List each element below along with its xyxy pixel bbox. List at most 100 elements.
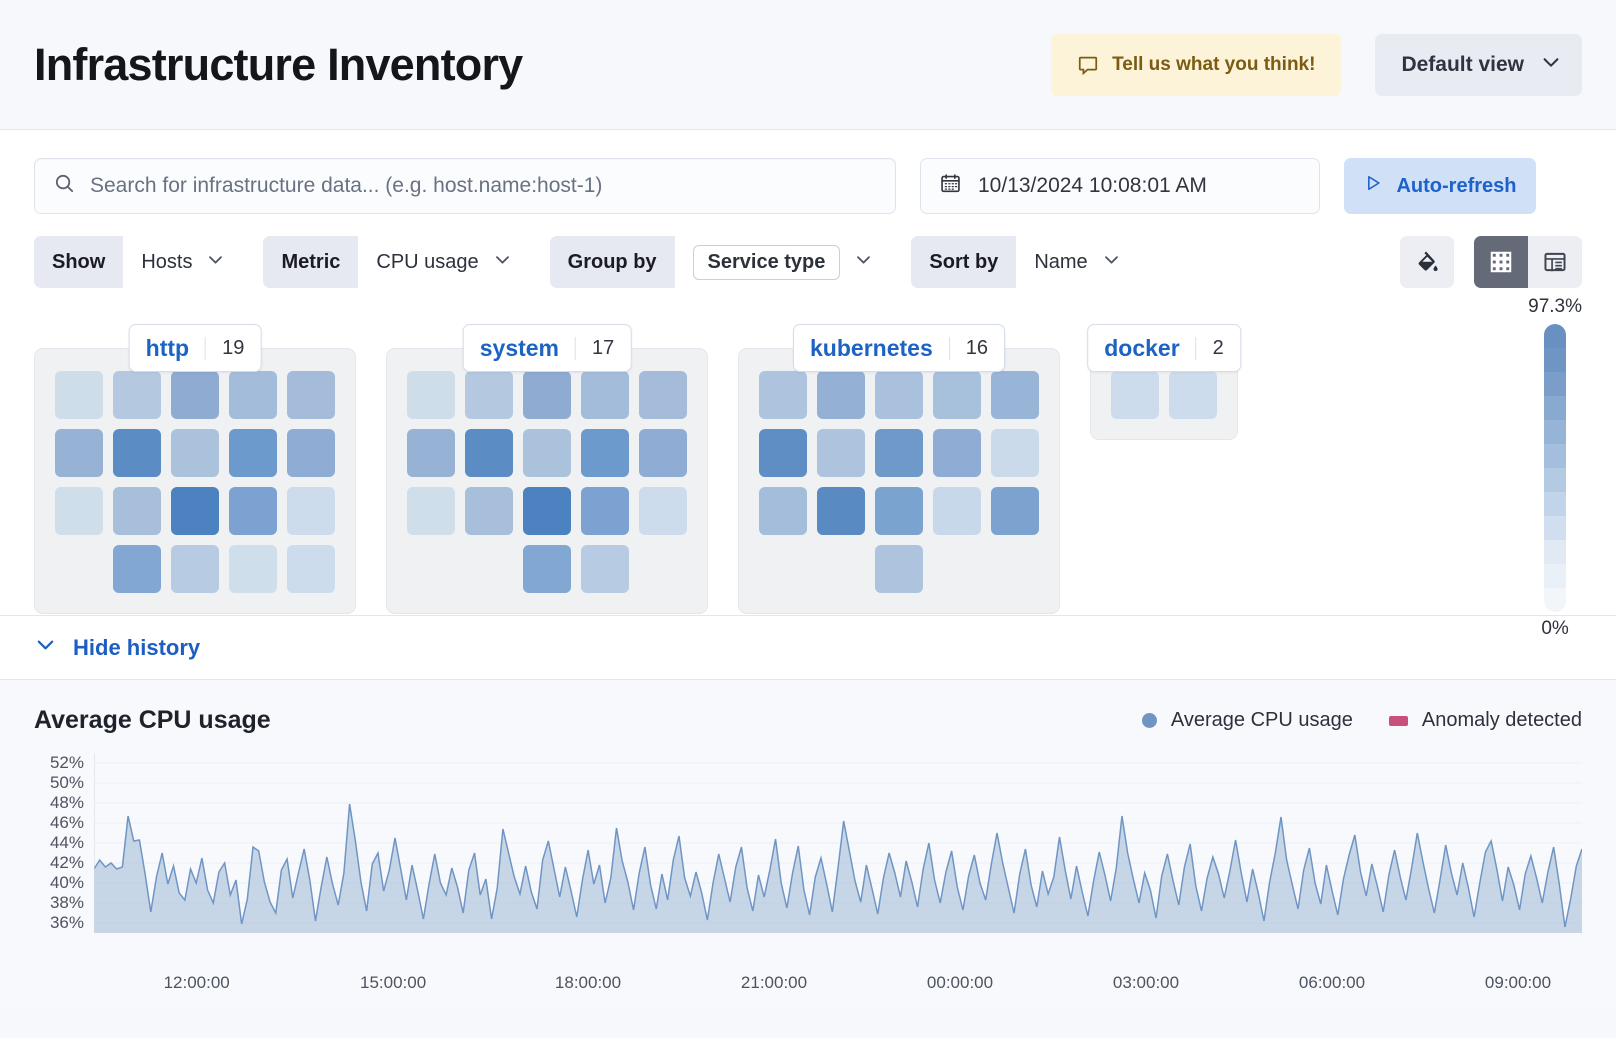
host-tile[interactable] [933, 429, 981, 477]
x-tick-label: 03:00:00 [1112, 973, 1180, 992]
host-tile[interactable] [113, 487, 161, 535]
host-tile[interactable] [639, 371, 687, 419]
y-tick-label: 42% [49, 853, 84, 872]
legend-item-average-cpu-usage[interactable]: Average CPU usage [1141, 709, 1353, 732]
host-tile[interactable] [875, 487, 923, 535]
host-tile[interactable] [229, 487, 277, 535]
view-selector-button[interactable]: Default view [1375, 33, 1582, 96]
filter-sort-by-label: Sort by [911, 236, 1017, 288]
search-icon [53, 172, 76, 200]
host-tile[interactable] [933, 487, 981, 535]
legend-gradient-step [1544, 564, 1567, 588]
x-tick-label: 09:00:00 [1484, 973, 1552, 992]
host-tile[interactable] [229, 429, 277, 477]
legend-gradient-step [1544, 420, 1567, 444]
host-tile[interactable] [991, 487, 1039, 535]
host-tile[interactable] [55, 371, 103, 419]
host-tile[interactable] [991, 371, 1039, 419]
y-tick-label: 44% [49, 833, 84, 852]
group-name-link[interactable]: http [145, 334, 190, 361]
legend-gradient-step [1544, 468, 1567, 492]
auto-refresh-button[interactable]: Auto-refresh [1344, 158, 1536, 214]
host-tile[interactable] [287, 429, 335, 477]
hide-history-button[interactable]: Hide history [34, 633, 200, 662]
search-input[interactable] [90, 174, 877, 198]
chart-canvas[interactable] [94, 753, 1582, 933]
host-tile[interactable] [875, 429, 923, 477]
legend-gradient-step [1544, 396, 1567, 420]
group-count-badge: 2 [1195, 336, 1240, 360]
table-view-icon[interactable] [1528, 236, 1582, 288]
group-name-link[interactable]: docker [1104, 334, 1180, 361]
host-tile[interactable] [817, 371, 865, 419]
host-tile[interactable] [113, 371, 161, 419]
host-tile[interactable] [287, 371, 335, 419]
host-tile[interactable] [407, 429, 455, 477]
host-tile[interactable] [229, 371, 277, 419]
host-tile[interactable] [55, 487, 103, 535]
filter-metric-value[interactable]: CPU usage [358, 236, 528, 288]
host-tile[interactable] [875, 371, 923, 419]
x-tick-label: 18:00:00 [554, 973, 622, 992]
tile-grid [55, 371, 335, 593]
color-legend: 97.3% 0% [1528, 296, 1582, 640]
host-tile[interactable] [581, 487, 629, 535]
host-tile[interactable] [1111, 371, 1159, 419]
host-tile[interactable] [113, 429, 161, 477]
controls-area: 10/13/2024 10:08:01 AM Auto-refresh Show… [0, 130, 1616, 288]
host-tile[interactable] [759, 371, 807, 419]
host-tile[interactable] [465, 371, 513, 419]
group-name-link[interactable]: system [479, 334, 560, 361]
host-tile[interactable] [113, 545, 161, 593]
host-tile[interactable] [465, 487, 513, 535]
host-tile[interactable] [933, 371, 981, 419]
host-tile[interactable] [523, 371, 571, 419]
date-picker[interactable]: 10/13/2024 10:08:01 AM [920, 158, 1320, 214]
host-tile[interactable] [407, 371, 455, 419]
group-name-link[interactable]: kubernetes [810, 334, 933, 361]
tile-spacer [759, 545, 807, 593]
host-tile[interactable] [55, 429, 103, 477]
x-tick-label: 21:00:00 [740, 973, 808, 992]
host-tile[interactable] [287, 487, 335, 535]
filter-group-by-value-text: Service type [692, 244, 841, 280]
legend-square-icon [1388, 715, 1408, 726]
host-tile[interactable] [407, 487, 455, 535]
grid-view-icon[interactable] [1474, 236, 1528, 288]
host-tile[interactable] [465, 429, 513, 477]
host-tile[interactable] [171, 545, 219, 593]
host-tile[interactable] [171, 487, 219, 535]
host-tile[interactable] [287, 545, 335, 593]
filter-show-value[interactable]: Hosts [123, 236, 242, 288]
tile-spacer [55, 545, 103, 593]
legend-item-anomaly-detected[interactable]: Anomaly detected [1388, 709, 1582, 732]
host-tile[interactable] [171, 371, 219, 419]
search-box[interactable] [34, 158, 896, 214]
comment-icon [1077, 54, 1099, 76]
filter-group-by-value[interactable]: Service type [674, 236, 890, 288]
host-tile[interactable] [817, 429, 865, 477]
filter-sort-by-value[interactable]: Name [1016, 236, 1137, 288]
host-tile[interactable] [759, 429, 807, 477]
host-tile[interactable] [523, 429, 571, 477]
host-tile[interactable] [639, 429, 687, 477]
history-chart-section: Average CPU usage Average CPU usage Anom… [0, 680, 1616, 1010]
host-tile[interactable] [817, 487, 865, 535]
host-tile[interactable] [991, 429, 1039, 477]
host-tile[interactable] [581, 371, 629, 419]
paint-bucket-icon[interactable] [1400, 236, 1454, 288]
host-tile[interactable] [581, 429, 629, 477]
host-tile[interactable] [639, 487, 687, 535]
host-tile[interactable] [759, 487, 807, 535]
host-tile[interactable] [875, 545, 923, 593]
feedback-button[interactable]: Tell us what you think! [1051, 33, 1342, 96]
host-tile[interactable] [523, 487, 571, 535]
host-tile[interactable] [229, 545, 277, 593]
host-tile[interactable] [523, 545, 571, 593]
host-tile[interactable] [171, 429, 219, 477]
host-tile[interactable] [581, 545, 629, 593]
y-tick-label: 36% [49, 913, 84, 932]
host-tile[interactable] [1169, 371, 1217, 419]
